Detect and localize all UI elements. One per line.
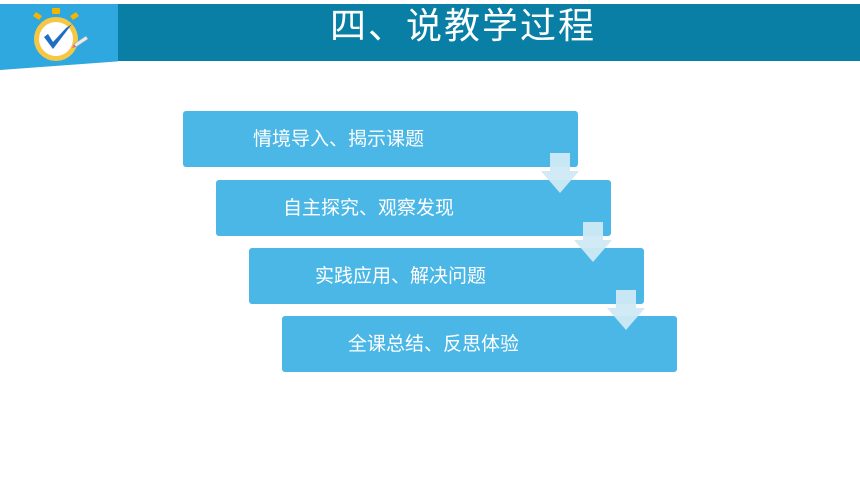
arrow-down-icon <box>574 222 612 262</box>
arrow-down-icon <box>541 153 579 193</box>
process-step-2: 自主探究、观察发现 <box>216 180 611 236</box>
stopwatch-check-logo-icon <box>33 8 89 61</box>
process-step-label: 情境导入、揭示课题 <box>253 128 425 150</box>
arrow-down-icon <box>607 290 645 330</box>
header-bar <box>118 4 860 61</box>
process-step-4: 全课总结、反思体验 <box>282 316 677 372</box>
process-step-1: 情境导入、揭示课题 <box>183 111 578 167</box>
process-step-label: 自主探究、观察发现 <box>283 197 455 219</box>
process-step-label: 实践应用、解决问题 <box>315 265 487 287</box>
process-step-label: 全课总结、反思体验 <box>348 333 520 355</box>
page-title: 四、说教学过程 <box>330 6 597 47</box>
process-step-3: 实践应用、解决问题 <box>249 248 644 304</box>
